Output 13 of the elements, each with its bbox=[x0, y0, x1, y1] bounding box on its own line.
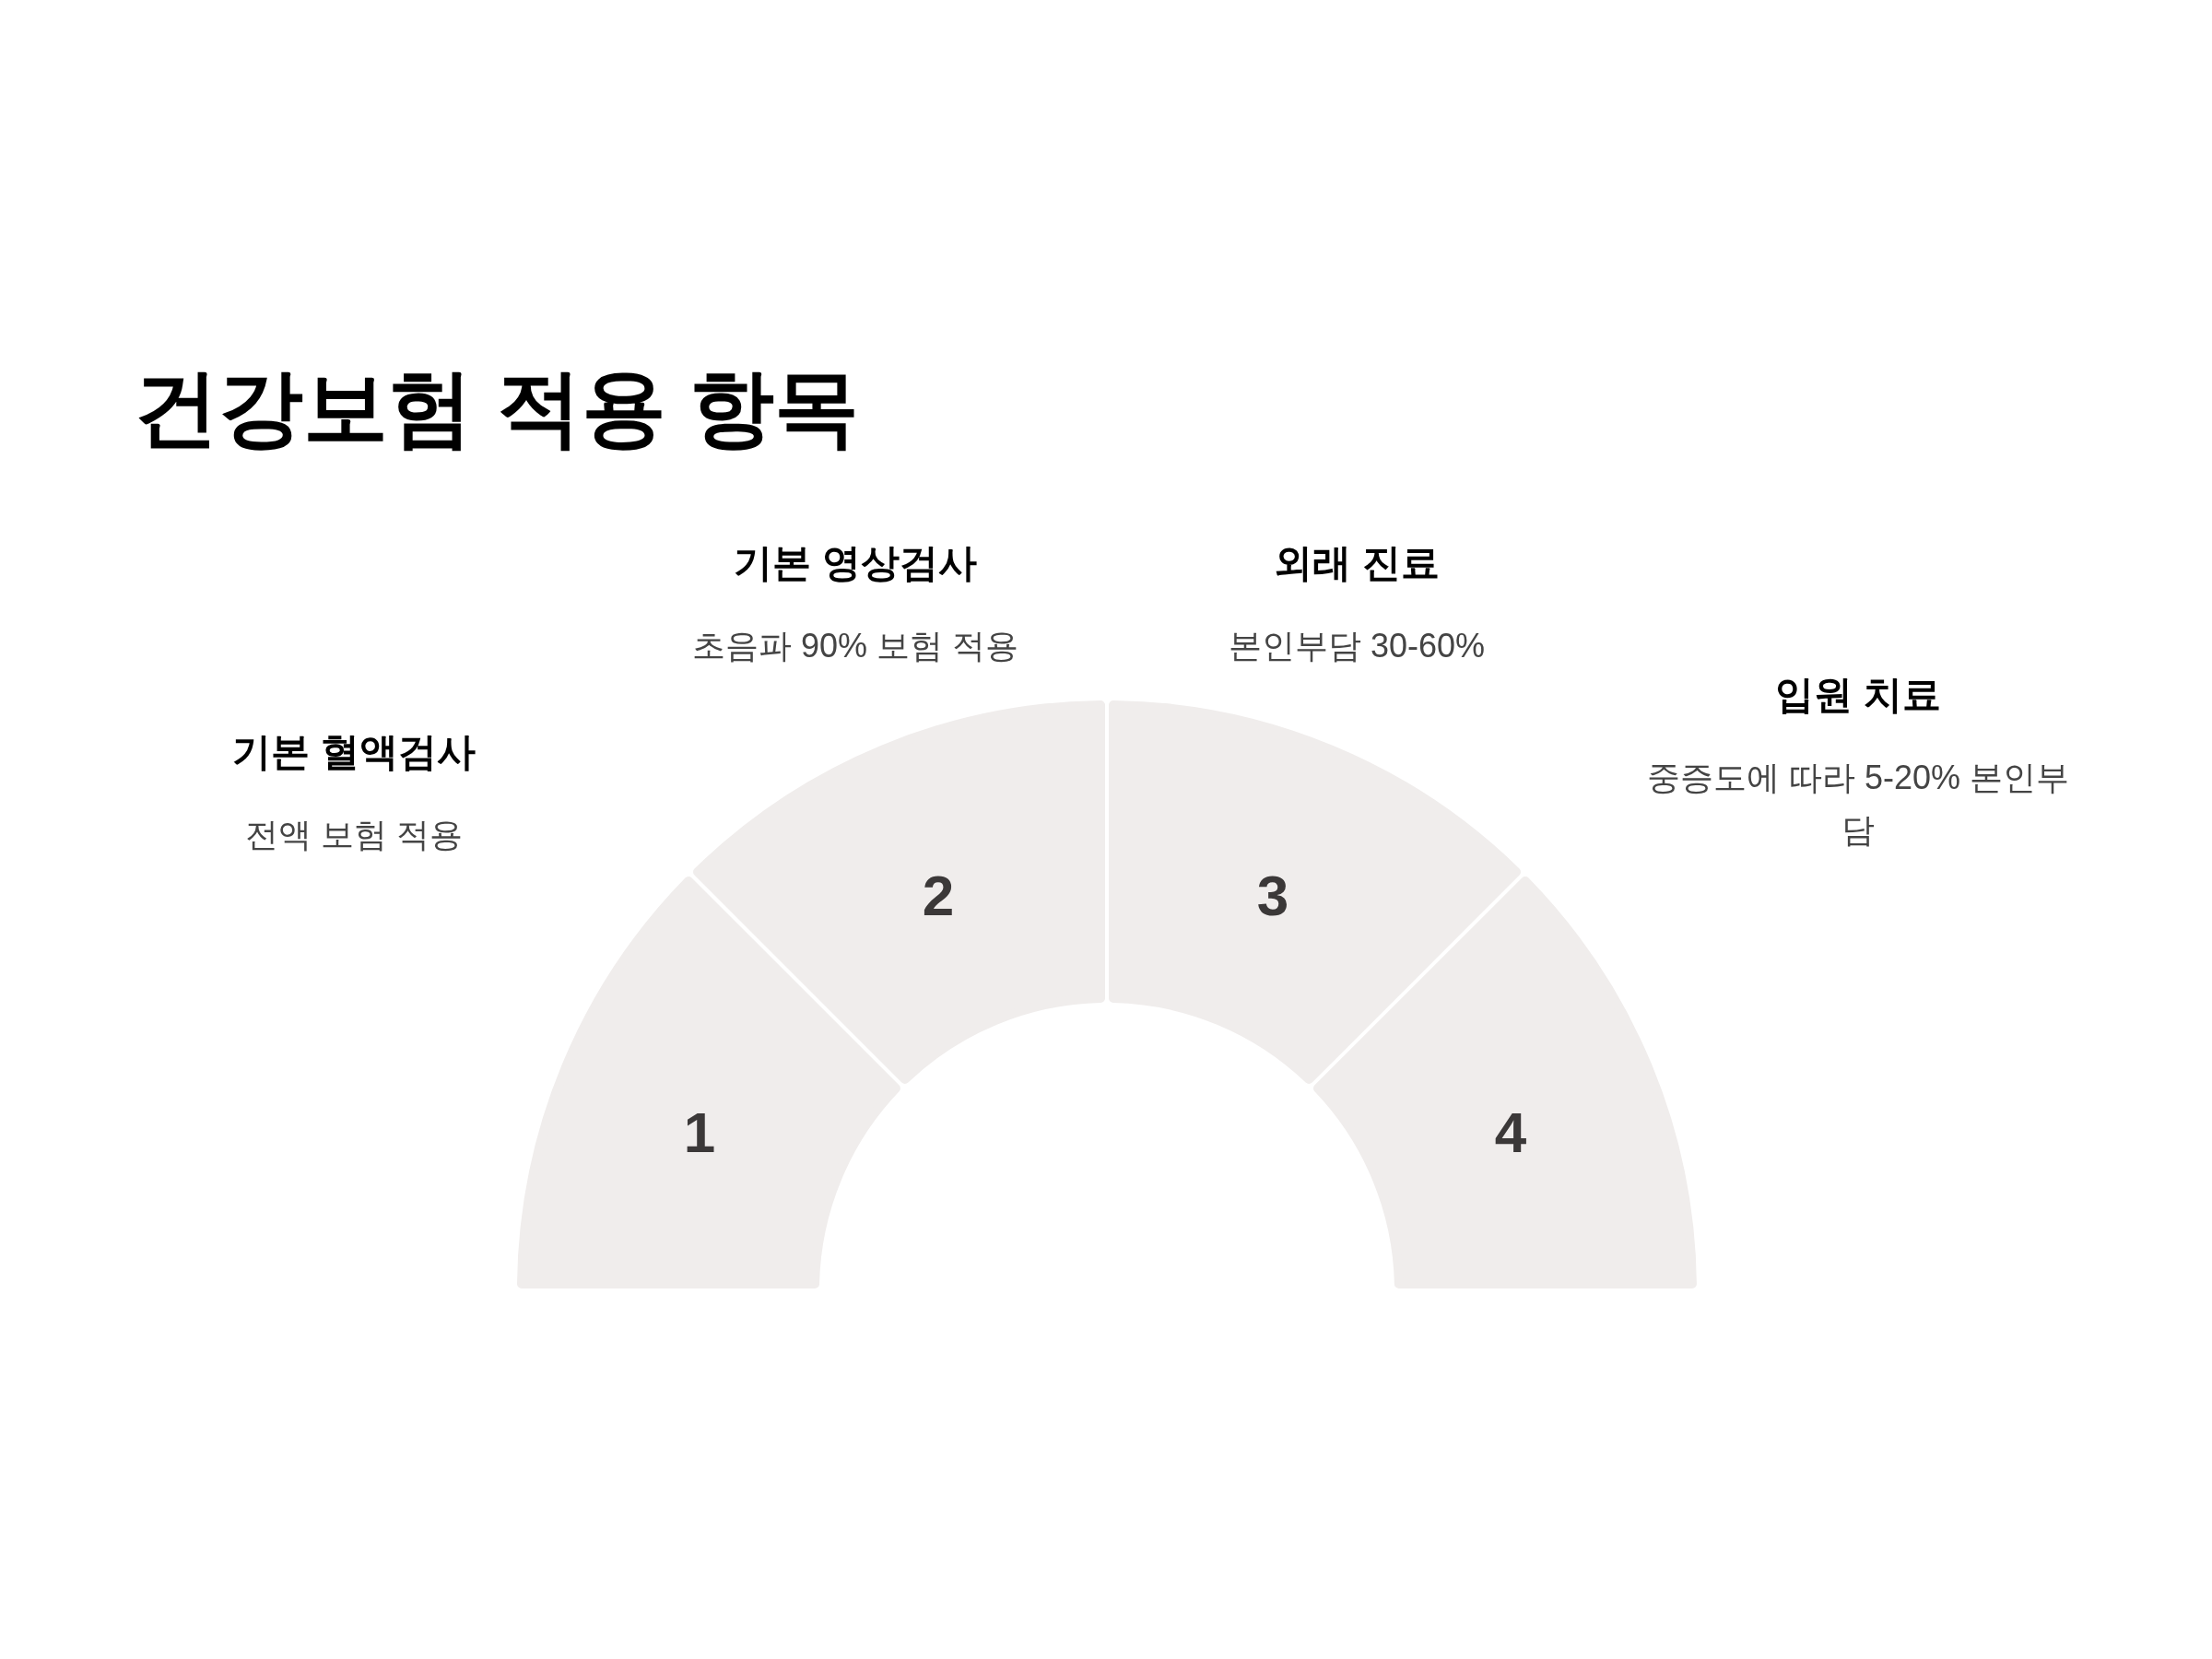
item-heading: 외래 진료 bbox=[1274, 540, 1440, 586]
item-heading: 기본 영상검사 bbox=[734, 540, 977, 586]
segment-number: 1 bbox=[683, 1104, 716, 1161]
item-heading: 기본 혈액검사 bbox=[232, 729, 476, 775]
segment-number: 4 bbox=[1494, 1104, 1527, 1161]
item-description: 본인부담 30-60% bbox=[1228, 625, 1486, 666]
title: 건강보험 적용 항목 bbox=[134, 359, 860, 456]
item-description: 초음파 90% 보험 적용 bbox=[691, 625, 1019, 666]
segment-number: 3 bbox=[1256, 867, 1289, 924]
segment-number: 2 bbox=[922, 867, 955, 924]
item-heading: 입원 치료 bbox=[1775, 672, 1941, 718]
item-description: 전액 보험 적용 bbox=[245, 814, 463, 855]
item-description: 중증도에 따라 5-20% 본인부담 bbox=[1645, 757, 2071, 852]
